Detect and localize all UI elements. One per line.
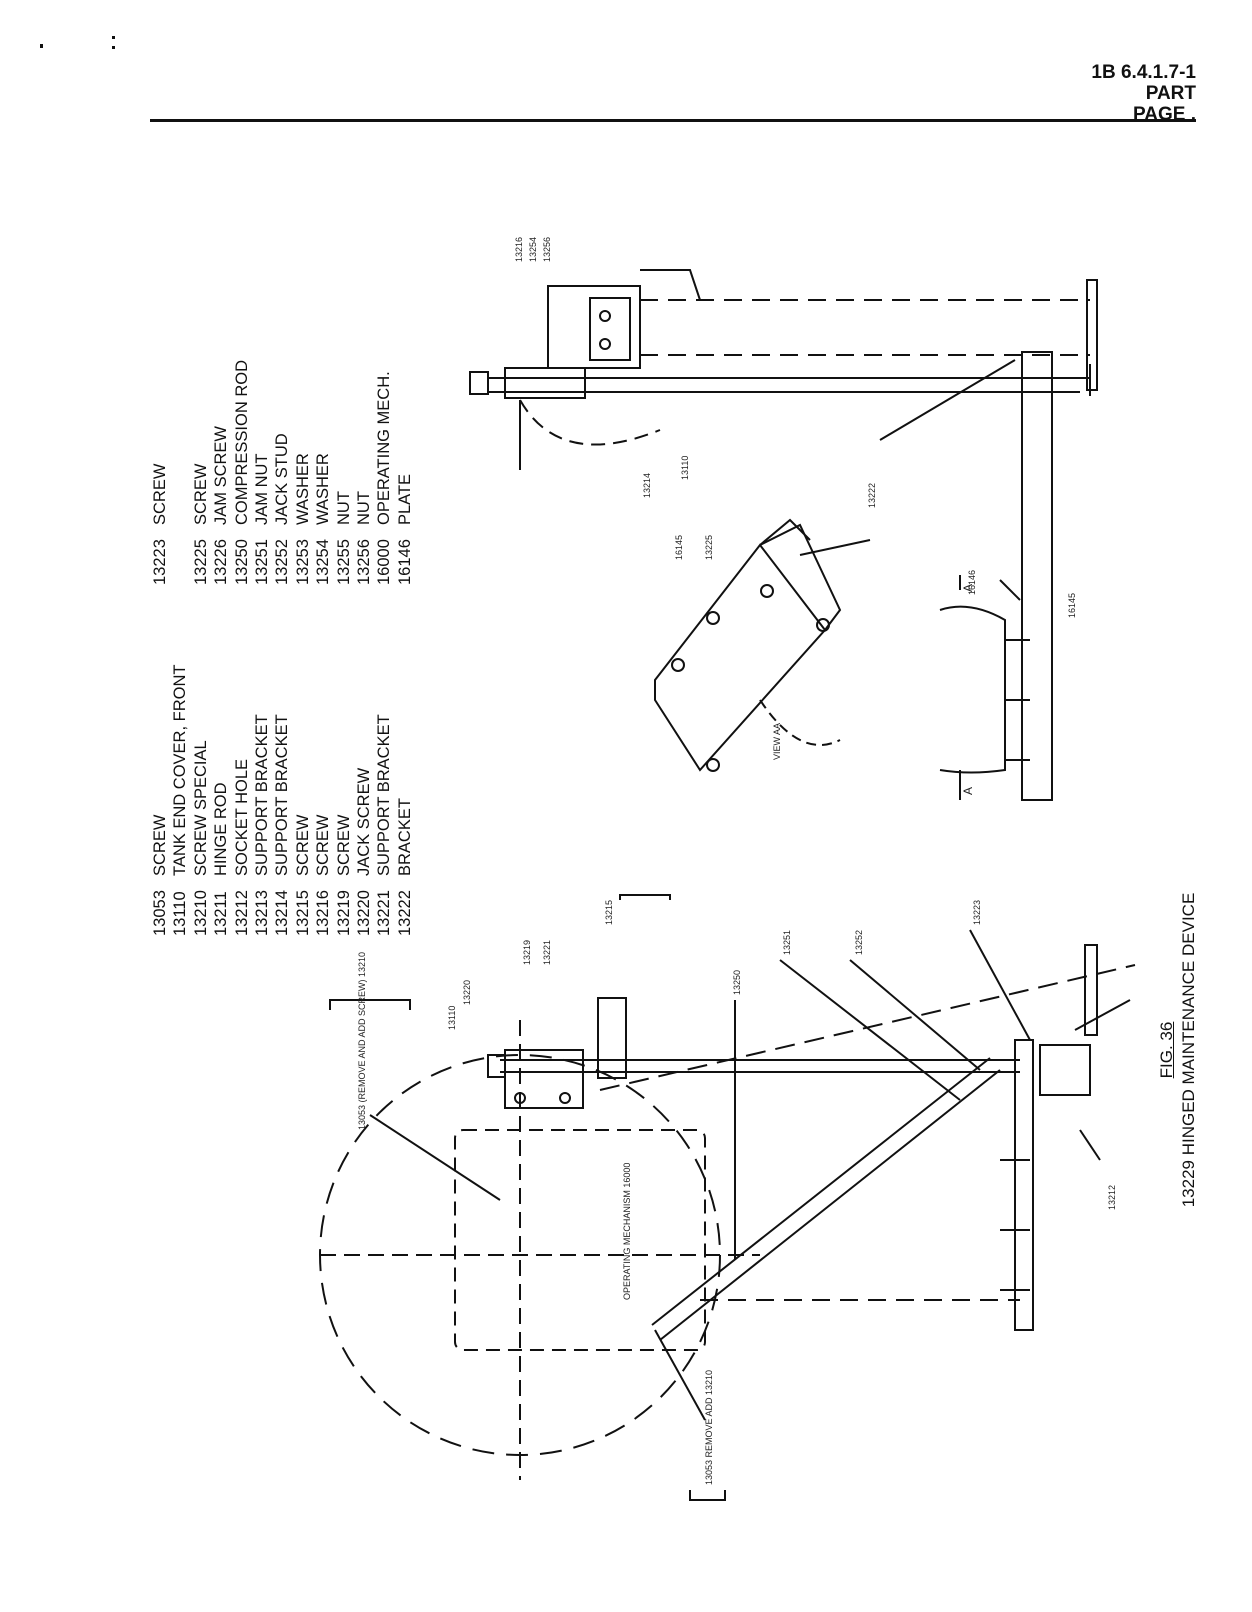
view-aa-bracket (654, 543, 827, 772)
callout-13223: 13223 (972, 900, 982, 925)
callout-13252: 13252 (854, 930, 864, 955)
callout-13222: 13222 (867, 483, 877, 508)
callout-13214: 13214 (642, 473, 652, 498)
section-a-bottom: A (961, 787, 975, 795)
callout-13212: 13212 (1107, 1185, 1117, 1210)
jack-screw-head (469, 371, 489, 395)
bracket-13215 (597, 997, 627, 1079)
callout-13110: 13110 (680, 456, 690, 480)
document-number: 1B 6.4.1.7-1 (1091, 62, 1196, 83)
callout-13254: 13254 (528, 237, 538, 262)
view-aa-label: VIEW AA (772, 723, 782, 760)
callout-13251: 13251 (782, 930, 792, 955)
callout-13225: 13225 (704, 535, 714, 560)
scan-speck (112, 46, 115, 49)
callout-16145-b: 16145 (1067, 593, 1077, 618)
operating-mechanism-box (454, 1129, 706, 1351)
support-bracket-bar (1021, 351, 1053, 801)
compression-rod (659, 1069, 1001, 1341)
part-label: PART (1145, 83, 1196, 104)
tank-flange-side (1084, 944, 1098, 1036)
cover-edge (640, 269, 701, 301)
socket-hole (1039, 1044, 1091, 1096)
top-view-assembly (469, 269, 1098, 801)
scan-speck (112, 36, 115, 39)
section-a-top: A (961, 584, 975, 592)
callout-13219: 13219 (522, 940, 532, 965)
callout-16145: 16145 (674, 535, 684, 560)
view-aa-detail (654, 518, 871, 772)
side-view-assembly (319, 894, 1136, 1501)
callout-13216: 13216 (514, 237, 524, 262)
support-bracket-side (1014, 1039, 1034, 1331)
callout-13220: 13220 (462, 980, 472, 1005)
tank-section-view (939, 605, 1006, 774)
callout-13256: 13256 (542, 237, 552, 262)
scan-speck (40, 44, 43, 48)
callout-13221: 13221 (542, 940, 552, 965)
callout-labels: 13216 13254 13256 13214 13110 13222 1614… (357, 237, 1117, 1485)
callout-13250: 13250 (732, 970, 742, 995)
jack-screw-housing (504, 1049, 584, 1109)
callout-operating-mechanism: OPERATING MECHANISM 16000 (622, 1163, 632, 1300)
callout-13215: 13215 (604, 900, 614, 925)
jack-screw-block (504, 367, 586, 399)
header-rule (150, 119, 1196, 122)
tank-flange (1086, 279, 1098, 391)
callout-13110-b: 13110 (447, 1006, 457, 1030)
callout-remove-add-top: 13053 (REMOVE AND ADD SCREW) 13210 (357, 952, 367, 1130)
callout-16146: 16146 (967, 570, 977, 595)
callout-remove-add-bottom: 13053 REMOVE ADD 13210 (704, 1370, 714, 1485)
mounting-plate (547, 285, 641, 369)
tank-cover-arc (519, 399, 661, 446)
